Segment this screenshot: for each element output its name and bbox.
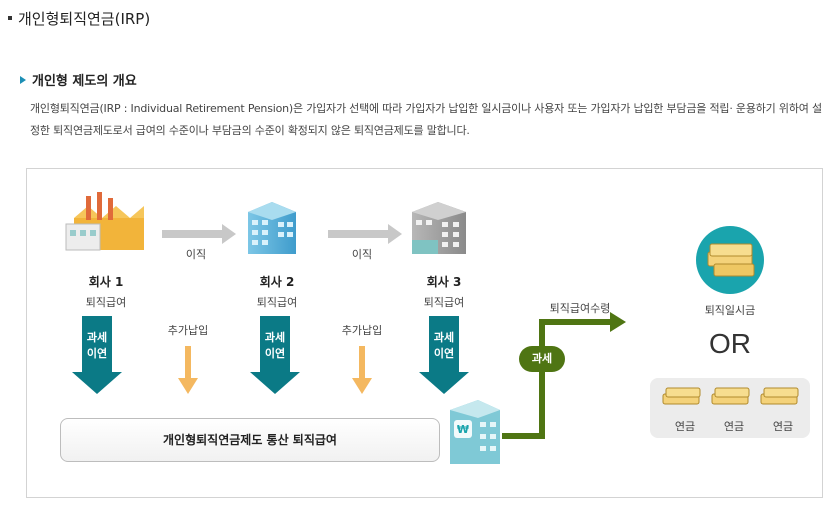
page-title-text: 개인형퇴직연금(IRP) [18,10,151,28]
svg-text:₩: ₩ [457,423,469,436]
lump-sum-cash-icon [696,226,764,294]
section-title: 개인형 제도의 개요 [20,70,137,89]
or-label: OR [709,328,751,359]
annuity-cash-icon-3 [760,387,799,405]
factory-icon [65,192,144,251]
irp-diagram-frame [26,168,823,498]
company-1-benefit: 퇴직급여 [85,296,127,309]
tax-deferral-arrow-2 [250,316,300,394]
bullet-square-icon [8,15,12,20]
receive-benefit-label: 퇴직급여수령 [549,302,611,315]
transfer-arrow-1 [162,224,236,244]
triangle-bullet-icon [20,76,26,84]
annuity-cash-icon-1 [662,387,701,405]
extra-contribution-label-2: 추가납입 [341,324,383,337]
transfer-arrow-2 [328,224,402,244]
irp-total-benefit-box [60,418,440,462]
tax-deferral-arrow-1 [72,316,122,394]
company-2-benefit: 퇴직급여 [256,296,298,309]
annuity-label-2: 연금 [723,420,745,433]
tax-badge: 과세 [519,346,565,372]
transfer-label-1: 이직 [185,248,207,261]
payout-flow-arrow [502,312,626,439]
annuity-label-1: 연금 [674,420,696,433]
irp-diagram-graphics: ₩ [65,192,799,464]
company-2-name: 회사 2 [259,275,295,289]
bank-building-icon: ₩ [450,400,500,464]
office-building-icon-2 [412,202,466,254]
section-title-text: 개인형 제도의 개요 [32,74,137,89]
tax-deferral-arrow-3 [419,316,469,394]
annuity-label-3: 연금 [772,420,794,433]
transfer-label-2: 이직 [351,248,373,261]
office-building-icon [248,202,296,254]
page-title: 개인형퇴직연금(IRP) [8,8,150,29]
extra-contribution-arrow-2 [352,346,372,394]
irp-total-benefit-label: 개인형퇴직연금제도 통산 퇴직급여 [163,433,337,447]
extra-contribution-arrow-1 [178,346,198,394]
lump-sum-label: 퇴직일시금 [704,304,756,317]
company-3-name: 회사 3 [426,275,462,289]
company-3-benefit: 퇴직급여 [423,296,465,309]
section-description: 개인형퇴직연금(IRP : Individual Retirement Pens… [30,102,822,137]
company-1-name: 회사 1 [88,275,124,289]
annuity-cash-icon-2 [711,387,750,405]
extra-contribution-label-1: 추가납입 [167,324,209,337]
